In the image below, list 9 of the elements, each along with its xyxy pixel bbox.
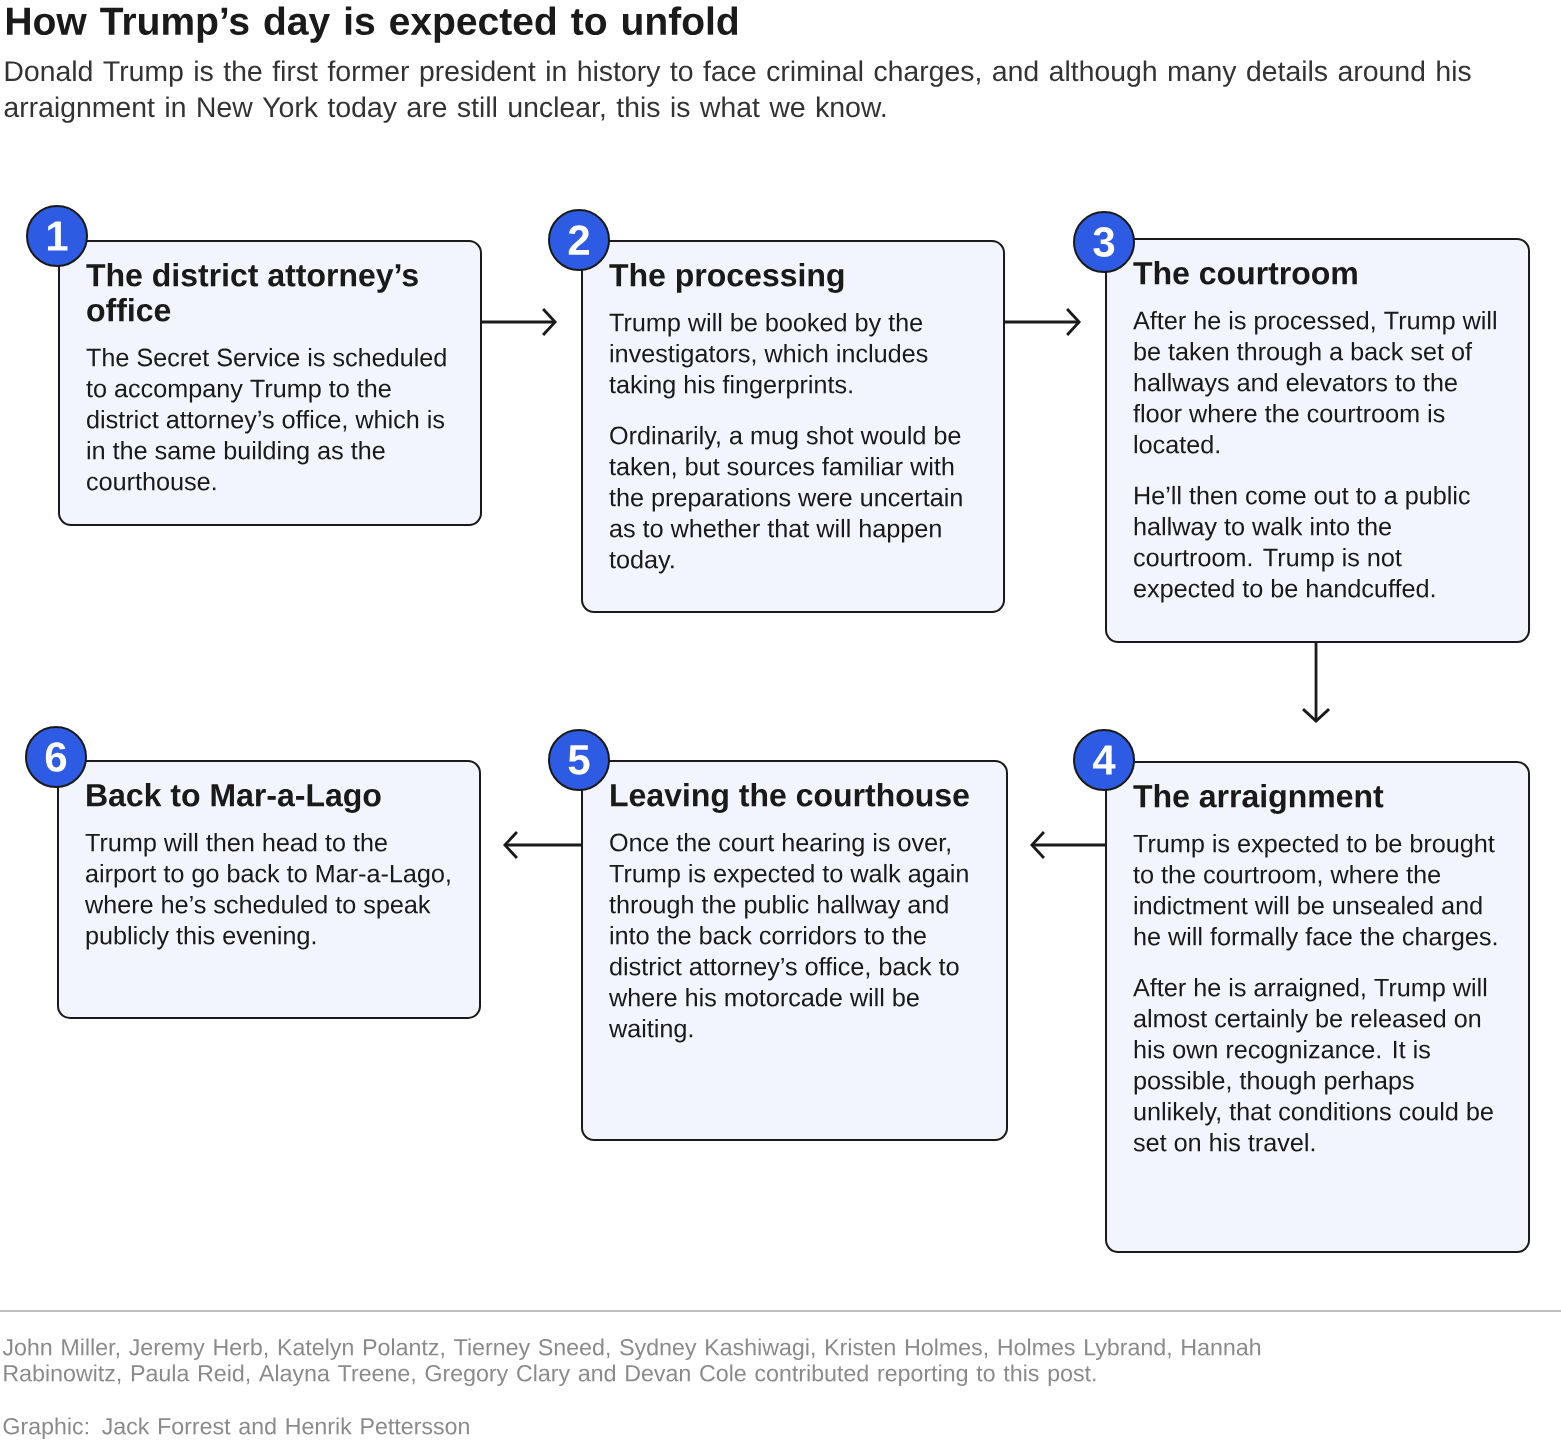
arrow bbox=[1302, 643, 1330, 723]
arrow bbox=[482, 308, 557, 336]
arrow bbox=[1005, 308, 1081, 336]
arrow bbox=[1030, 831, 1105, 859]
subtitle: Donald Trump is the first former president in history to face criminal charges, and although many details around his arraignment in New York today are still unclear, this is what we know. bbox=[4, 60, 1471, 123]
title: How Trump’s day is expected to unfold bbox=[7, 6, 738, 43]
credit-text: Graphic: Jack Forrest and Henrik Pettersson bbox=[3, 1417, 469, 1440]
arrow bbox=[503, 831, 581, 859]
credit-text: John Miller, Jeremy Herb, Katelyn Polantz, Tierney Sneed, Sydney Kashiwagi, Kristen Holmes, Holmes Lybrand, Hannah Rabinowitz, Paula Reid, Alayna Treene, Gregory Clary and Devan Cole contributed reporting to this post. bbox=[2, 1338, 1261, 1387]
